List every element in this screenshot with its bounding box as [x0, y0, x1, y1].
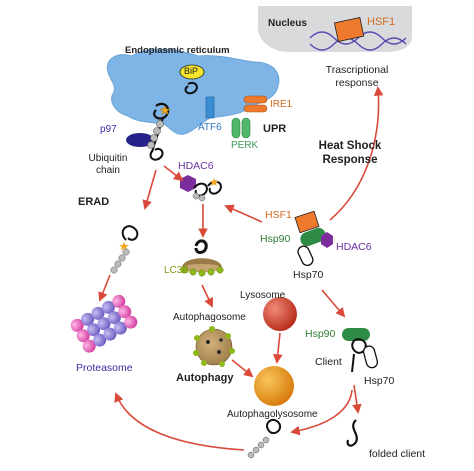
hdac6-top-label: HDAC6	[178, 160, 214, 172]
ire1-shape	[243, 95, 268, 104]
upr-label: UPR	[263, 123, 287, 135]
arrow-erad-to-proteasome	[98, 274, 111, 302]
hdac6-shape	[180, 175, 196, 192]
client-hsp70-shape	[362, 345, 379, 369]
p97-label: p97	[100, 124, 117, 135]
arrow-lc3b-to-autophagosome	[201, 284, 214, 308]
arrow-autophagosome-to-autophagolysosome	[231, 359, 254, 378]
complex-hsp70-label: Hsp70	[293, 269, 324, 281]
arrow-client-to-bottom	[290, 389, 353, 436]
complex-hsp70-shape	[297, 245, 314, 267]
ubiquitin-label-line2: chain	[96, 165, 120, 176]
arrow-hsf1-to-aggregate	[224, 204, 263, 223]
autophagosome-shape	[193, 326, 235, 367]
folded-client-label: folded client	[369, 448, 426, 460]
autophagolysosome-shape	[254, 366, 294, 406]
lc3b-cargo	[180, 239, 224, 277]
bip-shape	[179, 64, 205, 80]
autophagolysosome-label: Autophagolysosome	[227, 409, 318, 420]
nucleus-hsf1-label: HSF1	[367, 16, 396, 28]
lysosome-label: Lysosome	[240, 290, 286, 301]
arrow-ubiquitin-to-erad	[142, 169, 157, 210]
folded-client-shape	[346, 419, 358, 447]
nucleus	[258, 6, 412, 52]
erad-retrotranslocation	[126, 102, 171, 161]
hdac6-aggregate	[180, 175, 222, 202]
arrow-complex-to-client	[321, 289, 346, 318]
chaperone-complex	[294, 210, 333, 267]
transcription-label-line2: response	[335, 77, 379, 89]
complex-hdac6-shape	[321, 232, 333, 248]
atf6-label: ATF6	[198, 122, 222, 133]
arrow-complex-to-transcription	[329, 86, 384, 221]
p97-shape	[126, 133, 154, 147]
lysosome-shape	[263, 297, 297, 331]
er-label: Endoplasmic reticulum	[125, 45, 230, 56]
erad-label: ERAD	[78, 196, 110, 208]
client-hsp90-shape	[342, 328, 370, 341]
bip-client-coil	[184, 82, 198, 95]
perk-label: PERK	[231, 140, 259, 151]
complex-hsf1-label: HSF1	[265, 209, 292, 221]
complex-hsp90-shape	[300, 227, 326, 247]
ubiquitin-label-line1: Ubiquitin	[88, 153, 128, 164]
transcription-label-line1: Trascriptional	[325, 64, 389, 76]
complex-hsp90-label: Hsp90	[260, 233, 291, 245]
autophagy-label: Autophagy	[176, 372, 234, 384]
ubiquitinated-client	[110, 225, 139, 274]
arrow-lysosome-to-autophagolysosome	[273, 332, 283, 364]
bip-label: BiP	[184, 66, 199, 76]
client-chaperones	[342, 328, 379, 373]
bottom-ubiquitinated-client	[247, 418, 282, 459]
proteasome-label: Proteasome	[76, 362, 133, 374]
arrow-ubiquitin-to-hdac6	[163, 165, 184, 182]
ire1-label: IRE1	[270, 99, 293, 110]
complex-hdac6-label: HDAC6	[336, 241, 372, 253]
heat-shock-label-line1: Heat Shock	[318, 140, 382, 152]
complex-hsf1-shape	[294, 210, 320, 234]
heat-shock-label-line2: Response	[322, 154, 378, 166]
autophagosome-label: Autophagosome	[173, 312, 246, 323]
perk-shape	[231, 117, 241, 139]
atf6-shape	[205, 96, 215, 119]
client-label: Client	[315, 356, 342, 368]
client-hsp70-label: Hsp70	[364, 375, 395, 387]
proteasome-shape	[70, 294, 138, 353]
nucleus-label: Nucleus	[268, 18, 307, 29]
lc3b-label: LC3B	[164, 265, 190, 276]
arrow-client-to-folded	[352, 384, 362, 414]
arrow-bottom-to-proteasome	[114, 392, 245, 451]
client-hsp90-label: Hsp90	[305, 328, 336, 340]
nucleus-hsf1-shape	[333, 17, 365, 42]
